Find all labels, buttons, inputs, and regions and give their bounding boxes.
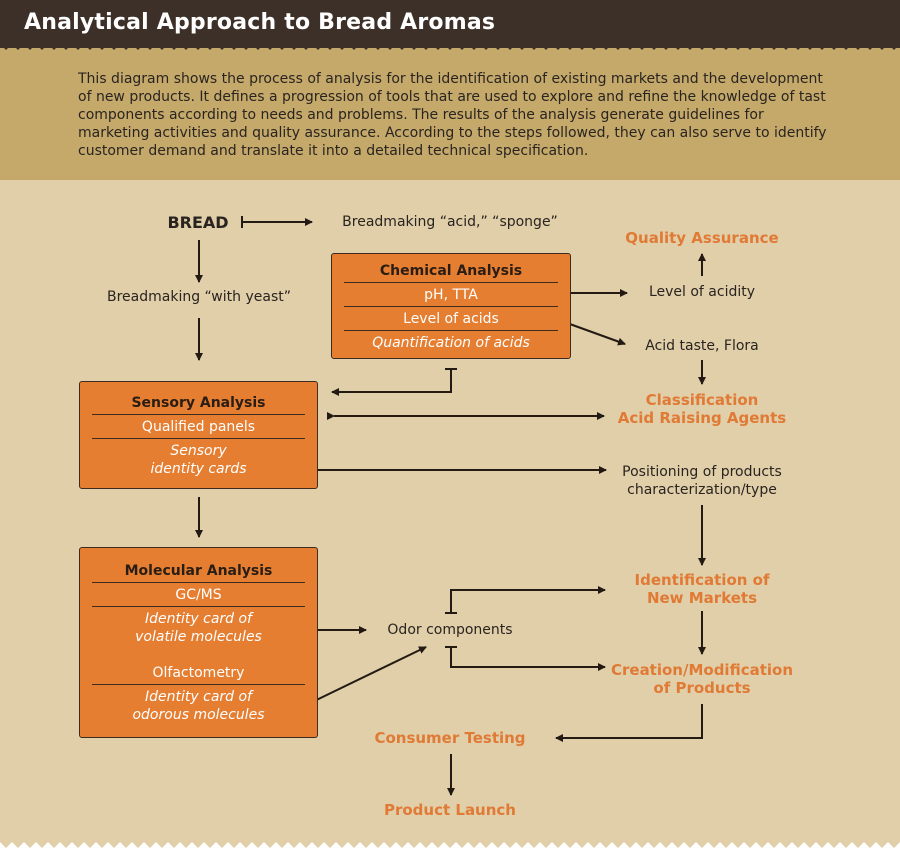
arrow-odorous-to-odor: [303, 646, 427, 707]
molecular-analysis-box: Molecular Analysis GC/MS Identity card o…: [79, 547, 318, 738]
consumer-testing-node: Consumer Testing: [374, 729, 526, 747]
divider: [344, 306, 558, 307]
divider: [344, 282, 558, 283]
arrow-odor-to-creation: [450, 647, 606, 671]
level-of-acids-label: Level of acids: [403, 311, 499, 327]
classification-line-2: Acid Raising Agents: [617, 409, 787, 427]
odor-components-node: Odor components: [387, 622, 513, 638]
divider: [92, 684, 305, 685]
volatile-card-line-1: Identity card of: [145, 611, 252, 627]
divider: [92, 606, 305, 607]
molecular-analysis-title: Molecular Analysis: [124, 563, 273, 579]
classification-line-1: Classification: [645, 391, 759, 409]
divider: [92, 414, 305, 415]
creation-line-2: of Products: [653, 679, 751, 697]
divider: [344, 330, 558, 331]
divider: [92, 582, 305, 583]
zigzag-bottom-edge: [0, 842, 900, 864]
quantification-label: Quantification of acids: [372, 335, 530, 351]
intro-text: This diagram shows the process of analys…: [78, 71, 827, 159]
zigzag-top-edge: [0, 40, 900, 50]
odorous-card-line-1: Identity card of: [145, 689, 252, 705]
new-markets-line-2: New Markets: [646, 589, 758, 607]
arrow-chemical-to-sensory: [331, 369, 452, 396]
new-markets-line-1: Identification of: [634, 571, 770, 589]
volatile-card-line-2: volatile molecules: [135, 629, 262, 645]
sensory-cards-line-1: Sensory: [170, 443, 227, 459]
sensory-analysis-title: Sensory Analysis: [131, 395, 266, 411]
acid-taste-flora-node: Acid taste, Flora: [645, 338, 759, 354]
qualified-panels-label: Qualified panels: [141, 419, 256, 435]
ph-tta-label: pH, TTA: [424, 287, 478, 303]
arrow-odor-to-markets: [450, 586, 606, 613]
sensory-analysis-box: Sensory Analysis Qualified panels Sensor…: [79, 381, 318, 489]
positioning-line-2: characterization/type: [627, 482, 777, 498]
chemical-analysis-box: Chemical Analysis pH, TTA Level of acids…: [331, 253, 571, 359]
positioning-line-1: Positioning of products: [622, 464, 782, 480]
level-of-acidity-node: Level of acidity: [648, 284, 756, 300]
creation-line-1: Creation/Modification: [610, 661, 793, 679]
bread-node: BREAD: [167, 213, 229, 232]
odorous-card-line-2: odorous molecules: [132, 707, 265, 723]
quality-assurance-node: Quality Assurance: [625, 229, 779, 247]
with-yeast-node: Breadmaking “with yeast”: [107, 289, 291, 305]
page-title: Analytical Approach to Bread Aromas: [24, 10, 496, 35]
divider: [92, 438, 305, 439]
acid-sponge-node: Breadmaking “acid,” “sponge”: [342, 214, 558, 230]
chemical-analysis-title: Chemical Analysis: [379, 263, 523, 279]
intro-band: [0, 48, 900, 180]
sensory-cards-line-2: identity cards: [150, 461, 247, 477]
arrow-creation-to-testing: [555, 704, 703, 742]
olfactometry-label: Olfactometry: [152, 665, 245, 681]
gcms-label: GC/MS: [175, 587, 222, 603]
product-launch-node: Product Launch: [383, 801, 516, 819]
